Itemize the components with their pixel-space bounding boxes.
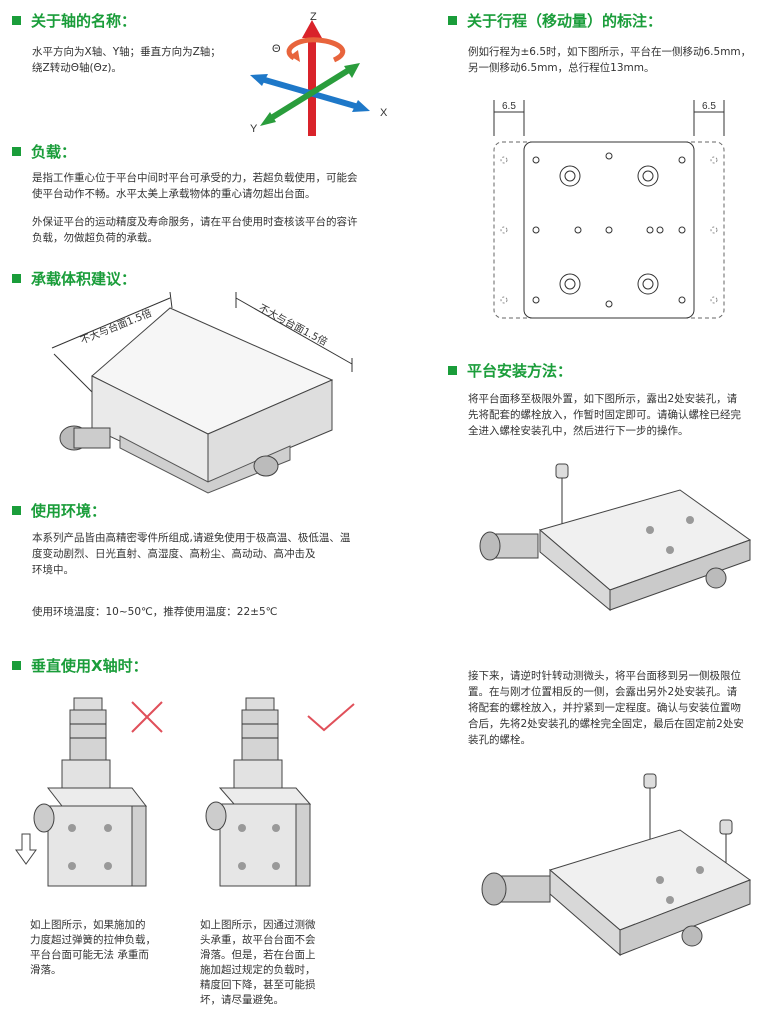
vertical-wrong-caption: 如上图所示，如果施加的 力度超过弹簧的拉伸负载， 平台台面可能无法 承重而 滑落… [30, 919, 156, 976]
section-title-travel: 关于行程（移动量）的标注： [448, 10, 662, 31]
section-title-volume: 承载体积建议： [12, 268, 136, 289]
y-arrowhead-icon [344, 63, 360, 78]
travel-description: 例如行程为±6.5时，如下图所示，平台在一侧移动6.5mm， 另一侧移动6.5m… [468, 46, 752, 74]
install-paragraph-2: 接下来，请逆时针转动测微头，将平台面移到另一侧极限位 置。在与刚才位置相反的一侧… [468, 670, 744, 746]
install-diagram-2 [481, 773, 752, 957]
slide-down-arrow-icon [15, 833, 37, 865]
x-label: X [380, 107, 388, 119]
x-arrowhead-icon [352, 100, 370, 112]
y-arrowhead-back-icon [260, 112, 276, 126]
bullet-square-icon [448, 16, 457, 25]
load-volume-diagram: 不大与台面1.5倍 不大与台面1.5倍 [51, 291, 353, 494]
section-title-install: 平台安装方法： [448, 360, 572, 381]
section-title-environment: 使用环境： [12, 500, 106, 521]
load-paragraph-1: 是指工作重心位于平台中间时平台可承受的力，若超负载使用，可能会 使平台动作不畅。… [32, 172, 358, 200]
bullet-square-icon [12, 661, 21, 670]
dim-label-right: 不大与台面1.5倍 [257, 301, 330, 348]
load-paragraph-2: 外保证平台的运动精度及寿命服务，请在平台使用时查核该平台的容许 负载，勿做超负荷… [32, 216, 358, 244]
section-title-vertical: 垂直使用X轴时： [12, 655, 148, 676]
axis-diagram: Z X Y Θ [250, 11, 388, 136]
vertical-right-diagram [205, 697, 355, 887]
vertical-right-caption: 如上图所示，因通过测微 头承重，故平台台面不会 滑落。但是，若在台面上 施加超过… [200, 919, 316, 1006]
z-axis-arrow [302, 20, 322, 136]
z-label: Z [310, 11, 317, 23]
y-axis-line [266, 65, 354, 123]
bullet-square-icon [12, 506, 21, 515]
bullet-square-icon [12, 147, 21, 156]
travel-diagram: 6.5 6.5 [493, 100, 725, 319]
install-diagram-1 [479, 463, 752, 612]
travel-dim-right: 6.5 [702, 101, 716, 112]
axis-description: 水平方向为X轴、Y轴；垂直方向为Z轴； 绕Z转动Θ轴(Θz)。 [32, 46, 221, 74]
x-arrowhead-back-icon [250, 74, 268, 86]
bullet-square-icon [448, 366, 457, 375]
vertical-wrong-diagram [15, 697, 163, 887]
install-paragraph-1: 将平台面移至极限外置，如下图所示，露出2处安装孔，请 先将配套的螺栓放入，作暂时… [468, 393, 741, 437]
bullet-square-icon [12, 274, 21, 283]
section-title-load: 负载： [12, 141, 76, 162]
y-label: Y [250, 123, 258, 135]
theta-label: Θ [272, 43, 281, 55]
environment-temperature: 使用环境温度：10~50℃，推荐使用温度：22±5℃ [32, 606, 278, 618]
theta-rotation-arrow [286, 37, 346, 63]
right-check-icon [307, 703, 355, 732]
bullet-square-icon [12, 16, 21, 25]
environment-description: 本系列产品皆由高精密零件所组成,请避免使用于极高温、极低温、温 度变动剧烈、日光… [32, 532, 351, 576]
theta-arrowhead-icon [290, 50, 300, 62]
travel-dim-left: 6.5 [502, 101, 516, 112]
section-title-axis: 关于轴的名称： [12, 10, 136, 31]
